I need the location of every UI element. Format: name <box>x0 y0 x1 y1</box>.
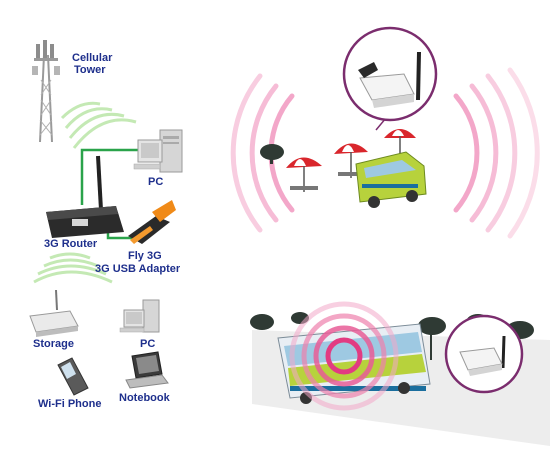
trees-top <box>260 144 284 164</box>
tower-signal-waves <box>60 101 137 149</box>
pc-icon <box>133 129 183 173</box>
pc-label-top: PC <box>148 176 164 188</box>
cellular-tower-icon <box>32 40 60 143</box>
phone-label: Wi-Fi Phone <box>38 398 102 410</box>
signal-waves-bus <box>289 301 399 411</box>
router-callout-bottom <box>444 314 524 394</box>
router-wifi-waves <box>33 252 113 284</box>
notebook-label: Notebook <box>119 392 170 404</box>
signal-waves-top <box>230 67 540 239</box>
router-label: 3G Router <box>44 238 98 250</box>
adapter-label-1: Fly 3G <box>128 250 162 262</box>
green-van <box>355 151 427 208</box>
cellular-tower-label-2: Tower <box>74 64 106 76</box>
adapter-label-2: 3G USB Adapter <box>95 263 181 275</box>
cellular-tower-label-1: Cellular <box>72 52 113 64</box>
usb-adapter-icon <box>128 200 176 244</box>
router-callout-top <box>342 26 438 131</box>
router-icon <box>46 155 124 238</box>
wifi-phone-icon <box>57 357 89 396</box>
umbrellas <box>286 129 416 192</box>
storage-label: Storage <box>33 338 74 350</box>
pc-label-bottom: PC <box>140 338 156 350</box>
pc-icon-bottom <box>119 299 160 333</box>
notebook-icon <box>125 351 169 389</box>
bus <box>277 323 431 404</box>
storage-icon <box>29 289 79 337</box>
